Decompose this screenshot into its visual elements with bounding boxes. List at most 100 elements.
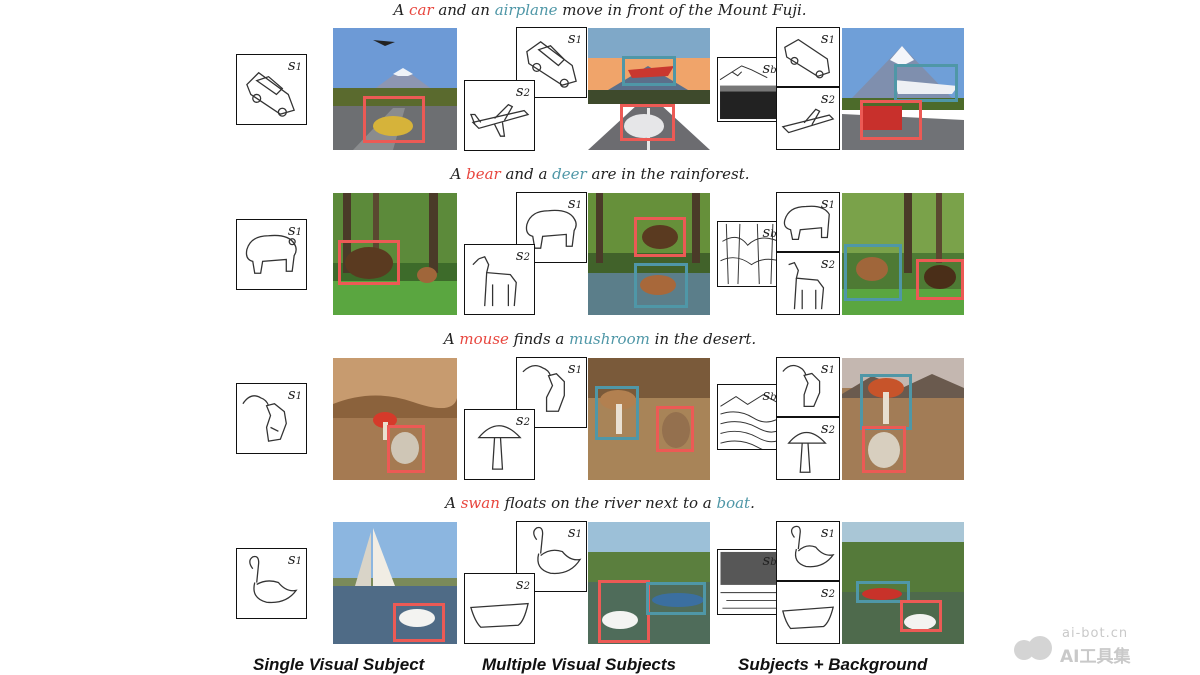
- bbox-subject-1: [860, 100, 922, 140]
- caption-subject-1: car: [409, 1, 434, 19]
- bbox-subject-2: [595, 386, 639, 440]
- deer-sketch-icon: [788, 261, 825, 310]
- sketch-mouse-single: s1: [236, 383, 307, 454]
- photo-fuji-bg: [842, 28, 964, 150]
- sketch-bear-single: s1: [236, 219, 307, 290]
- sketch-boat-bg: s2: [776, 581, 840, 644]
- sketch-mushroom-bg: s2: [776, 417, 840, 480]
- bbox-subject-1: [656, 406, 694, 452]
- photo-swan-sailboat: [333, 522, 457, 644]
- boat-sketch-icon: [470, 602, 529, 628]
- photo-bear-deer-stream: [588, 193, 710, 315]
- subject-label: s1: [287, 221, 302, 239]
- caption-text: and an: [433, 1, 495, 19]
- bbox-subject-1: [363, 96, 425, 143]
- photo-boat-swan-river: [842, 522, 964, 644]
- bbox-subject-2: [844, 244, 902, 301]
- caption-subject-2: boat: [716, 494, 751, 512]
- caption-subject-2: mushroom: [569, 330, 650, 348]
- subject-label: s1: [820, 359, 835, 377]
- bbox-subject-1: [916, 259, 964, 300]
- subject-label: s1: [820, 29, 835, 47]
- sketch-bear-bg: s1: [776, 192, 840, 252]
- sketch-car-bg: s1: [776, 27, 840, 87]
- photo-mouse-mushroom-desert: [333, 358, 457, 480]
- photo-mushroom-mouse-desert: [588, 358, 710, 480]
- watermark-logo-icon: [1014, 636, 1052, 660]
- caption-row-2: A bear and a deer are in the rainforest.: [0, 164, 1200, 184]
- bbox-subject-2: [860, 374, 912, 430]
- bbox-subject-1: [620, 104, 675, 141]
- caption-text: move in front of the Mount Fuji.: [557, 1, 807, 19]
- subject-label: s1: [287, 385, 302, 403]
- subject-label: s1: [567, 29, 582, 47]
- subject-label: s2: [820, 89, 835, 107]
- subject-label: s1: [287, 550, 302, 568]
- sketch-deer-multi: s2: [464, 244, 535, 315]
- swan-sketch-icon: [249, 555, 298, 604]
- sketch-deer-bg: s2: [776, 252, 840, 315]
- caption-subject-2: airplane: [494, 1, 558, 19]
- bbox-subject-1: [900, 600, 942, 632]
- bbox-subject-1: [393, 603, 445, 642]
- sketch-mushroom-multi: s2: [464, 409, 535, 480]
- bbox-subject-2: [856, 581, 910, 603]
- airplane-sketch-icon: [469, 103, 530, 137]
- bbox-subject-1: [598, 580, 650, 643]
- bbox-subject-2: [646, 582, 706, 615]
- airplane-sketch-icon: [781, 108, 835, 134]
- photo-swan-boat-river: [588, 522, 710, 644]
- sketch-boat-multi: s2: [464, 573, 535, 644]
- caption-subject-2: deer: [552, 165, 587, 183]
- subject-label: s2: [820, 583, 835, 601]
- mouse-sketch-icon: [782, 364, 821, 407]
- mushroom-sketch-icon: [787, 431, 827, 473]
- bbox-subject-1: [387, 425, 425, 473]
- caption-subject-1: swan: [460, 494, 500, 512]
- watermark-brand: AI工具集: [1060, 647, 1131, 667]
- swan-sketch-icon: [533, 526, 582, 575]
- photo-mushroom-mouse-dunes: [842, 358, 964, 480]
- boat-sketch-icon: [782, 606, 834, 630]
- bear-sketch-icon: [245, 234, 297, 274]
- caption-row-1: A car and an airplane move in front of t…: [0, 0, 1200, 20]
- caption-text: floats on the river next to a: [499, 494, 717, 512]
- bbox-subject-2: [622, 56, 676, 86]
- bbox-subject-2: [894, 64, 958, 102]
- caption-text: and a: [500, 165, 553, 183]
- subject-label: s1: [567, 194, 582, 212]
- forest-sketch-icon: [720, 223, 785, 285]
- caption-text: A: [445, 494, 461, 512]
- subject-label: s1: [820, 523, 835, 541]
- subject-label: s2: [820, 254, 835, 272]
- column-header-background: Subjects + Background: [738, 655, 928, 674]
- caption-row-3: A mouse finds a mushroom in the desert.: [0, 329, 1200, 349]
- mountain-sketch-icon: [719, 65, 785, 120]
- car-sketch-icon: [526, 41, 577, 88]
- subject-label: s2: [820, 419, 835, 437]
- subject-label: s2: [515, 246, 530, 264]
- sketch-airplane-bg: s2: [776, 87, 840, 150]
- subject-label: s1: [820, 194, 835, 212]
- sketch-car-single: s1: [236, 54, 307, 125]
- subject-label: s1: [567, 359, 582, 377]
- photo-deer-bear-forest: [842, 193, 964, 315]
- bear-sketch-icon: [783, 205, 830, 241]
- sketch-swan-bg: s1: [776, 521, 840, 581]
- sketch-swan-single: s1: [236, 548, 307, 619]
- sketch-mouse-bg: s1: [776, 357, 840, 417]
- subject-label: s1: [567, 523, 582, 541]
- watermark-url: ai-bot.cn: [1062, 626, 1129, 641]
- caption-text: A: [450, 165, 467, 183]
- column-header-multiple: Multiple Visual Subjects: [482, 655, 676, 674]
- river-sketch-icon: [720, 551, 785, 609]
- photo-car-airplane-road: [588, 28, 710, 150]
- mouse-sketch-icon: [522, 365, 565, 412]
- photo-bear-deer-forest: [333, 193, 457, 315]
- mouse-sketch-icon: [242, 395, 287, 442]
- subject-label: s2: [515, 575, 530, 593]
- car-sketch-icon: [246, 71, 296, 117]
- bbox-subject-1: [634, 217, 686, 257]
- bear-sketch-icon: [525, 209, 577, 249]
- bbox-subject-1: [862, 426, 906, 473]
